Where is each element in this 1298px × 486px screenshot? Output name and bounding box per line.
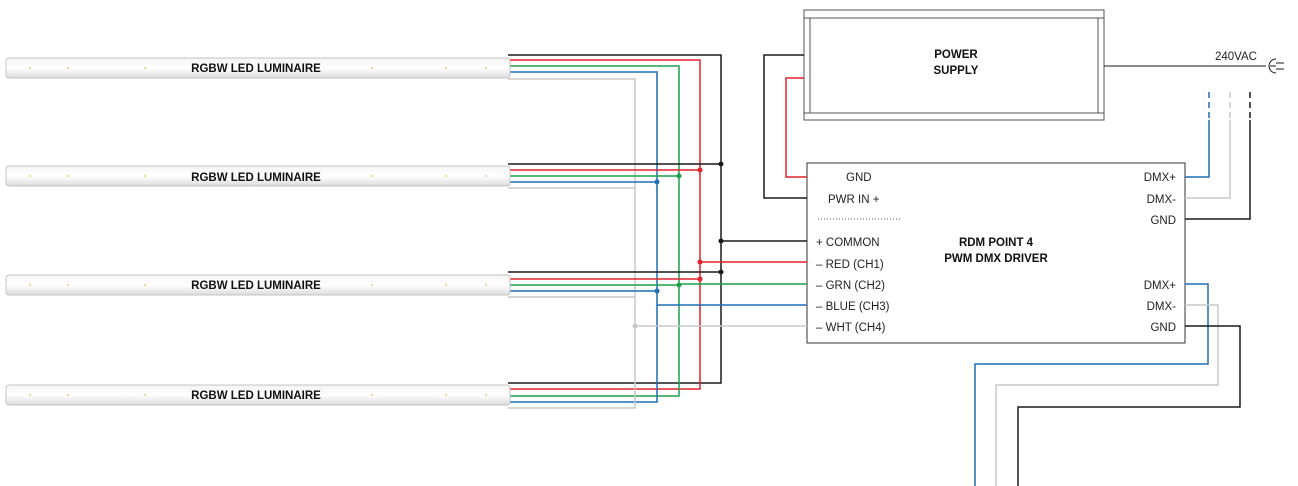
terminal-dmx-plus-in: DMX+ bbox=[1144, 172, 1177, 184]
terminal-gnd-out: GND bbox=[1150, 322, 1176, 334]
dmx-input-wires bbox=[1185, 88, 1251, 220]
power-supply-label-line2: SUPPLY bbox=[934, 65, 979, 77]
bus-wires bbox=[508, 54, 722, 409]
terminal-grn-ch2: – GRN (CH2) bbox=[816, 280, 885, 292]
driver-output-wires bbox=[635, 240, 807, 327]
luminaire-1: RGBW LED LUMINAIRE bbox=[5, 57, 511, 79]
driver-title-line1: RDM POINT 4 bbox=[959, 237, 1034, 249]
dmx-output-wires bbox=[974, 283, 1241, 486]
pwm-dmx-driver: RDM POINT 4 PWM DMX DRIVER GND PWR IN + … bbox=[806, 162, 1186, 344]
terminal-dmx-plus-out: DMX+ bbox=[1144, 280, 1177, 292]
terminal-blue-ch3: – BLUE (CH3) bbox=[816, 301, 890, 313]
driver-title-line2: PWM DMX DRIVER bbox=[944, 253, 1048, 265]
terminal-dmx-minus-out: DMX- bbox=[1147, 301, 1177, 313]
terminal-dmx-minus-in: DMX- bbox=[1147, 194, 1177, 206]
power-supply: POWER SUPPLY bbox=[803, 9, 1105, 121]
plug-icon bbox=[1268, 58, 1284, 74]
luminaire-label: RGBW LED LUMINAIRE bbox=[191, 280, 321, 292]
junction-dots bbox=[632, 161, 724, 329]
terminal-gnd: GND bbox=[846, 172, 872, 184]
terminal-wht-ch4: – WHT (CH4) bbox=[816, 322, 886, 334]
luminaire-2: RGBW LED LUMINAIRE bbox=[5, 165, 511, 187]
terminal-red-ch1: – RED (CH1) bbox=[816, 259, 884, 271]
luminaire-3: RGBW LED LUMINAIRE bbox=[5, 274, 511, 296]
luminaire-4: RGBW LED LUMINAIRE bbox=[5, 384, 511, 406]
power-supply-label-line1: POWER bbox=[934, 49, 978, 61]
psu-driver-wires bbox=[763, 54, 807, 199]
branch-wires bbox=[508, 163, 721, 298]
mains-voltage-label: 240VAC bbox=[1215, 51, 1257, 63]
mains-connection: 240VAC bbox=[1104, 51, 1284, 74]
terminal-gnd-in: GND bbox=[1150, 215, 1176, 227]
terminal-pwr-in: PWR IN + bbox=[828, 194, 880, 206]
luminaire-label: RGBW LED LUMINAIRE bbox=[191, 390, 321, 402]
terminal-common: + COMMON bbox=[816, 237, 880, 249]
luminaire-label: RGBW LED LUMINAIRE bbox=[191, 172, 321, 184]
luminaire-label: RGBW LED LUMINAIRE bbox=[191, 63, 321, 75]
